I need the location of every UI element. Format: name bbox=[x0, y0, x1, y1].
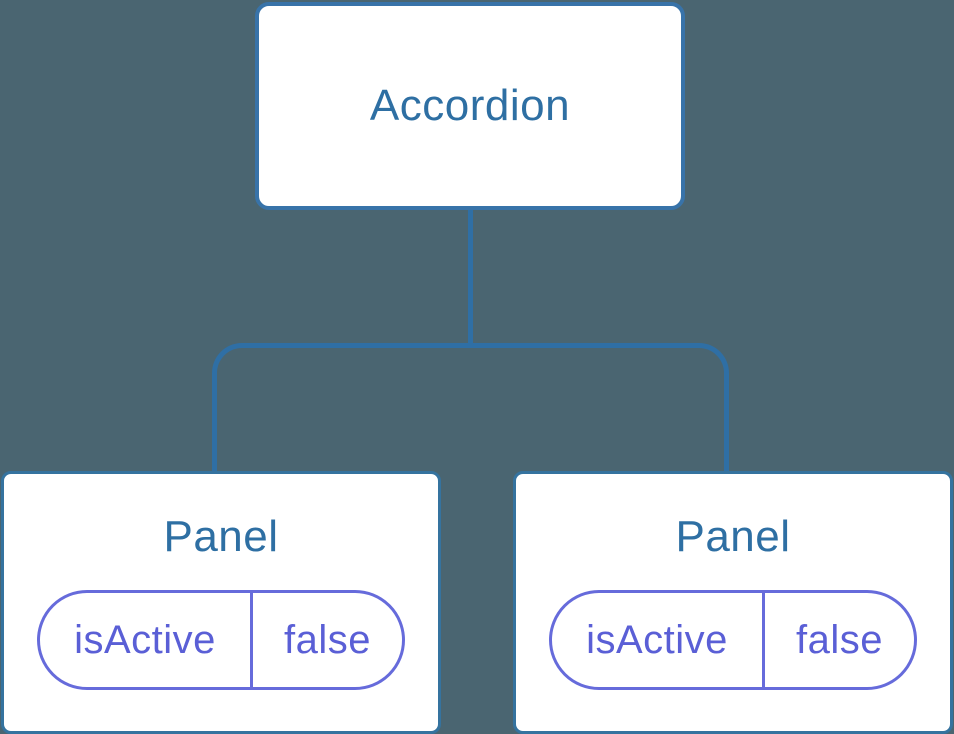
state-key: isActive bbox=[74, 617, 216, 662]
state-key: isActive bbox=[586, 617, 728, 662]
state-pill: isActive false bbox=[37, 590, 405, 690]
state-value: false bbox=[761, 593, 914, 687]
accordion-node-label: Accordion bbox=[369, 81, 571, 130]
accordion-node: Accordion bbox=[255, 2, 685, 210]
panel-node-right: Panel isActive false bbox=[513, 471, 953, 734]
state-value: false bbox=[249, 593, 402, 687]
panel-node-left: Panel isActive false bbox=[1, 471, 441, 734]
panel-title: Panel bbox=[675, 512, 791, 561]
state-pill: isActive false bbox=[549, 590, 917, 690]
connector-stem bbox=[468, 210, 473, 346]
connector-bracket bbox=[212, 343, 729, 471]
panel-title: Panel bbox=[163, 512, 279, 561]
